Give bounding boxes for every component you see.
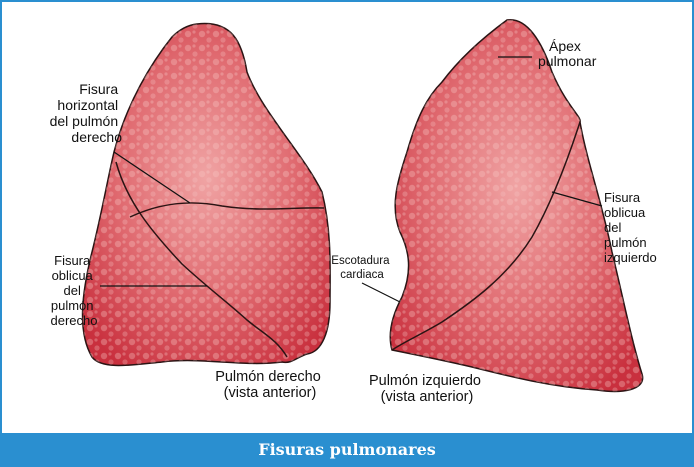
label-cardiac-notch: Escotadura cardiaca [331, 255, 392, 281]
leader-cardiac-notch [362, 283, 400, 302]
caption-bar: Fisuras pulmonares [2, 433, 692, 465]
right-lung [83, 24, 331, 366]
label-right-lung: Pulmón derecho (vista anterior) [215, 369, 325, 401]
figure-caption: Fisuras pulmonares [258, 440, 436, 459]
label-horizontal-fissure: Fisura horizontal del pulmón derecho [50, 81, 123, 145]
label-oblique-left: Fisura oblicua del pulmón izquierdo [604, 190, 657, 265]
label-left-lung: Pulmón izquierdo (vista anterior) [369, 373, 485, 405]
label-apex: Ápex pulmonar [538, 38, 597, 69]
lung-illustration: Fisura horizontal del pulmón derecho Fis… [2, 2, 692, 428]
